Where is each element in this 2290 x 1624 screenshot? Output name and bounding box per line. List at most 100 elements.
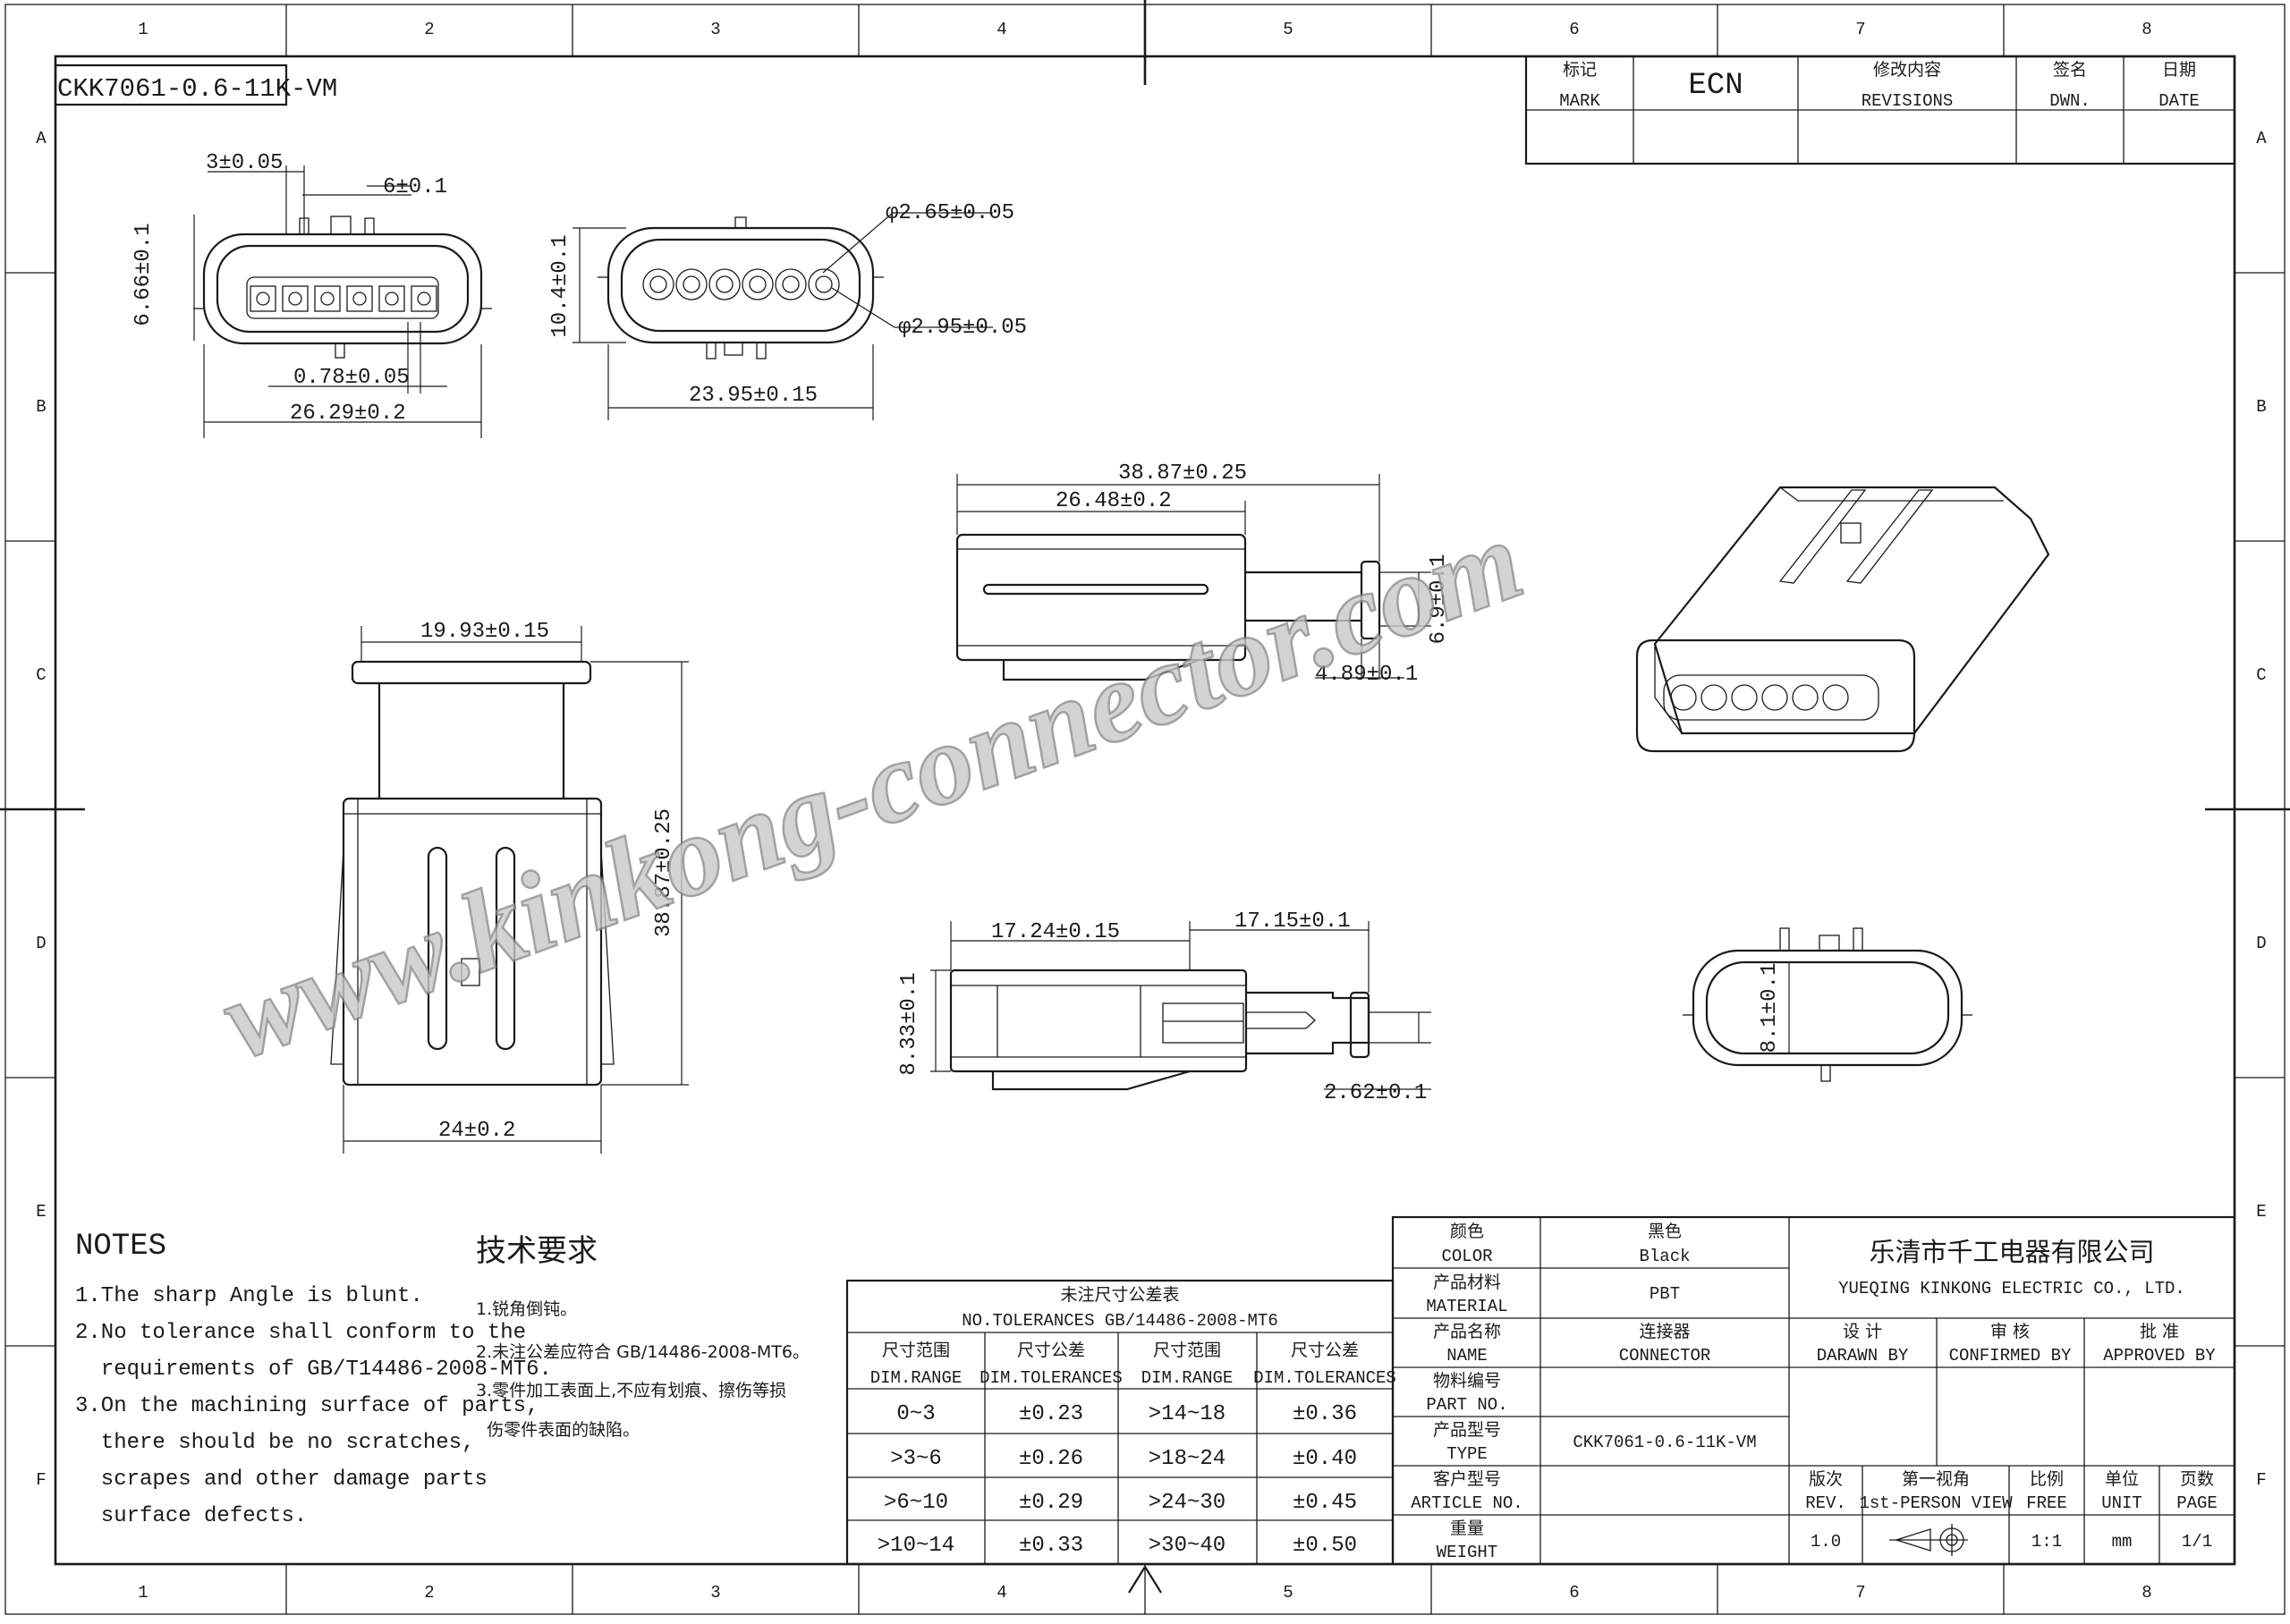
info-unit-value: mm <box>2112 1532 2133 1552</box>
grid-col-3-bottom: 3 <box>710 1583 720 1603</box>
note-line: requirements of GB/T14486-2008-MT6. <box>75 1358 552 1382</box>
rev-dwn-cn: 签名 <box>2053 60 2087 80</box>
dim-2648: 26.48±0.2 <box>1056 489 1172 513</box>
grid-col-1: 1 <box>138 20 148 39</box>
dim-1724: 17.24±0.15 <box>991 920 1120 944</box>
tb-weight-label-cn: 重量 <box>1450 1518 1484 1538</box>
dim-81: 8.1±0.1 <box>1758 963 1782 1053</box>
info-unit-cn: 单位 <box>2105 1469 2139 1489</box>
tol-cell: 0~3 <box>896 1402 935 1426</box>
grid-row-e: E <box>36 1202 46 1222</box>
rev-mark-en: MARK <box>1559 91 1600 111</box>
tb-partno-label-en: PART NO. <box>1426 1395 1507 1415</box>
tol-cell: ±0.50 <box>1293 1534 1357 1558</box>
dim-2629: 26.29±0.2 <box>290 402 406 426</box>
tol-cell: >3~6 <box>890 1447 942 1471</box>
approval-confirmed-cn: 审 核 <box>1990 1322 2030 1341</box>
tb-type-label-en: TYPE <box>1446 1444 1488 1464</box>
notes-title: NOTES <box>75 1230 166 1264</box>
title-block: 颜色 COLOR 黑色 Black 产品材料 MATERIAL PBT 产品名称… <box>1391 1215 2236 1566</box>
tb-partno-label-cn: 物料编号 <box>1433 1371 1501 1391</box>
info-page-cn: 页数 <box>2180 1469 2214 1489</box>
note-line: 2.No tolerance shall conform to the <box>75 1321 526 1345</box>
rev-dwn-en: DWN. <box>2049 91 2091 111</box>
approval-confirmed-en: CONFIRMED BY <box>1949 1346 2072 1366</box>
grid-col-4: 4 <box>997 20 1006 39</box>
tb-color-value-cn: 黑色 <box>1648 1222 1682 1241</box>
section-view: 17.24±0.15 17.15±0.1 8.33±0.1 2.62±0.1 <box>897 909 1431 1105</box>
info-view-cn: 第一视角 <box>1902 1469 1970 1489</box>
dim-078: 0.78±0.05 <box>293 366 410 390</box>
side-view-upper: 38.87±0.25 26.48±0.2 6.9±0.1 4.89±0.1 <box>955 461 1451 687</box>
grid-row-f-right: F <box>2256 1470 2266 1490</box>
tol-header-cn: 尺寸范围 <box>882 1341 950 1360</box>
tb-color-label-cn: 颜色 <box>1450 1222 1484 1241</box>
tol-header-en: DIM.RANGE <box>870 1368 963 1388</box>
tol-cell: >6~10 <box>884 1491 948 1515</box>
tb-color-value-en: Black <box>1639 1247 1690 1266</box>
dim-6: 6±0.1 <box>383 175 447 199</box>
grid-row-c: C <box>36 665 46 685</box>
note-line: 3.On the machining surface of parts, <box>75 1394 539 1418</box>
note-cn-line: 伤零件表面的缺陷。 <box>476 1420 640 1440</box>
info-scale-cn: 比例 <box>2030 1469 2064 1489</box>
grid-row-e-right: E <box>2256 1202 2266 1222</box>
grid-col-2: 2 <box>424 20 434 39</box>
dim-1993: 19.93±0.15 <box>420 620 549 644</box>
grid-col-5-bottom: 5 <box>1283 1583 1293 1603</box>
projection-symbol-icon <box>1889 1524 1968 1556</box>
note-line: 1.The sharp Angle is blunt. <box>75 1284 423 1308</box>
tol-cell: ±0.36 <box>1293 1402 1357 1426</box>
tol-cell: ±0.45 <box>1293 1491 1357 1515</box>
tb-type-value: CKK7061-0.6-11K-VM <box>1573 1433 1756 1452</box>
grid-row-b-right: B <box>2256 397 2266 417</box>
grid-row-a-right: A <box>2256 129 2267 148</box>
note-line: surface defects. <box>75 1504 307 1528</box>
dim-833: 8.33±0.1 <box>897 972 921 1075</box>
grid-col-7-bottom: 7 <box>1855 1583 1865 1603</box>
dim-262: 2.62±0.1 <box>1324 1081 1427 1105</box>
tol-cell: >24~30 <box>1149 1491 1226 1515</box>
dim-3887v: 38.87±0.25 <box>652 808 676 937</box>
drawing-number: CKK7061-0.6-11K-VM <box>57 74 337 104</box>
top-view-left: 19.93±0.15 38.87±0.25 24±0.2 <box>330 620 689 1154</box>
tol-cell: >18~24 <box>1149 1447 1226 1471</box>
rev-date-en: DATE <box>2159 91 2200 111</box>
tolerance-table: 未注尺寸公差表 NO.TOLERANCES GB/14486-2008-MT6 … <box>845 1279 1396 1566</box>
grid-col-1-bottom: 1 <box>138 1583 148 1603</box>
tol-header-cn: 尺寸范围 <box>1153 1341 1221 1360</box>
grid-row-d-right: D <box>2256 934 2266 953</box>
dim-666: 6.66±0.1 <box>131 223 156 326</box>
grid-col-8: 8 <box>2142 20 2151 39</box>
grid-row-a: A <box>36 129 47 148</box>
revision-block: 标记 MARK ECN 修改内容 REVISIONS 签名 DWN. 日期 DA… <box>1524 55 2236 165</box>
dim-69: 6.9±0.1 <box>1427 554 1451 645</box>
note-cn-line: 3.零件加工表面上,不应有划痕、擦伤等损 <box>476 1381 786 1400</box>
approval-drawn-cn: 设 计 <box>1843 1322 1882 1341</box>
front-view-left: 3±0.05 6±0.1 6.66±0.1 0.78±0.05 26.29±0.… <box>131 151 492 438</box>
dim-104: 10.4±0.1 <box>548 234 572 337</box>
rear-view: φ2.65±0.05 10.4±0.1 φ2.95±0.05 23.95±0.1… <box>548 201 1027 420</box>
tb-material-label-en: MATERIAL <box>1426 1297 1507 1316</box>
dim-24: 24±0.2 <box>438 1119 515 1143</box>
grid-col-6: 6 <box>1569 20 1579 39</box>
tol-cell: ±0.23 <box>1019 1402 1083 1426</box>
approval-approved-cn: 批 准 <box>2140 1322 2179 1341</box>
grid-row-d: D <box>36 934 46 953</box>
grid-row-f: F <box>36 1470 46 1490</box>
note-line: scrapes and other damage parts <box>75 1468 488 1492</box>
tol-title-en: NO.TOLERANCES GB/14486-2008-MT6 <box>962 1311 1277 1331</box>
tb-article-label-cn: 客户型号 <box>1433 1469 1501 1489</box>
dim-phi265: φ2.65±0.05 <box>886 201 1014 225</box>
info-scale-value: 1:1 <box>2031 1532 2062 1552</box>
dim-1715: 17.15±0.1 <box>1234 909 1351 934</box>
note-cn-line: 2.未注公差应符合 GB/14486-2008-MT6。 <box>476 1342 810 1362</box>
grid-col-7: 7 <box>1855 20 1865 39</box>
grid-row-b: B <box>36 397 46 417</box>
tb-name-value-en: CONNECTOR <box>1619 1346 1711 1366</box>
tb-type-label-cn: 产品型号 <box>1433 1420 1501 1440</box>
tol-cell: >14~18 <box>1149 1402 1226 1426</box>
approval-approved-en: APPROVED BY <box>2103 1346 2216 1366</box>
rev-ecn: ECN <box>1688 69 1743 103</box>
